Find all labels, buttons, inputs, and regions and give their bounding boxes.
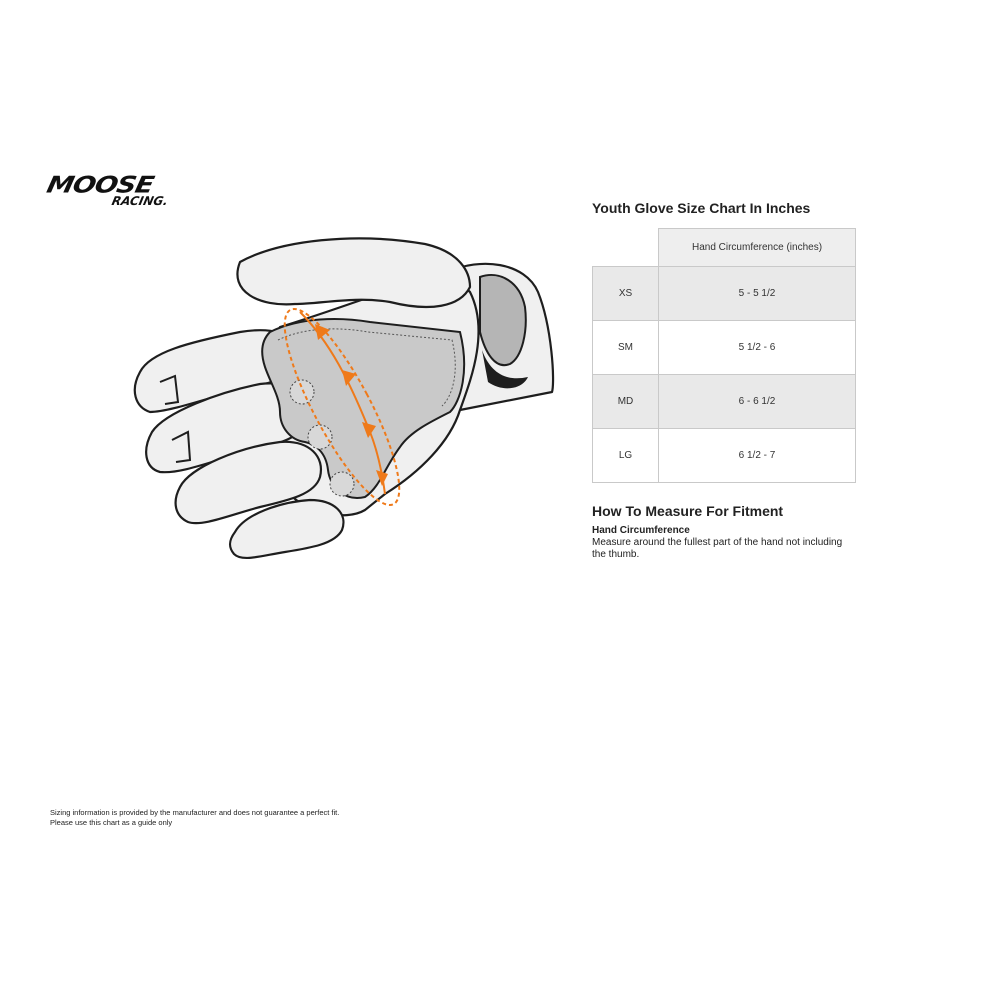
arrow-1: [315, 324, 330, 340]
column-header-hand-circumference: Hand Circumference (inches): [658, 228, 856, 267]
arrow-2: [342, 370, 356, 386]
size-value: 5 - 5 1/2: [658, 266, 856, 321]
fitment-title: How To Measure For Fitment: [592, 503, 784, 519]
glove-palm-illustration: [133, 237, 555, 560]
palm-padding: [261, 318, 466, 499]
table-header-row: Hand Circumference (inches): [592, 228, 856, 267]
palm-padding-stitch: [277, 328, 456, 407]
thumb-grip-shadow: [482, 350, 528, 389]
table-row: XS 5 - 5 1/2: [592, 266, 856, 321]
size-chart-table: Hand Circumference (inches) XS 5 - 5 1/2…: [592, 228, 856, 483]
size-label: LG: [592, 428, 659, 483]
size-label: MD: [592, 374, 659, 429]
glove-ring-finger: [174, 440, 323, 525]
fitment-description: Measure around the fullest part of the h…: [592, 537, 843, 560]
arrow-3: [362, 422, 376, 438]
size-value: 6 - 6 1/2: [658, 374, 856, 429]
fingertip-details: [159, 374, 192, 463]
knuckle-pads: [289, 379, 355, 497]
table-row: SM 5 1/2 - 6: [592, 320, 856, 375]
size-chart-title: Youth Glove Size Chart In Inches: [592, 200, 811, 216]
size-label: SM: [592, 320, 659, 375]
measurement-ellipse: [283, 307, 401, 507]
arrow-4: [376, 470, 388, 486]
glove-pinky-finger: [228, 498, 345, 560]
table-corner-cell: [592, 228, 659, 267]
table-row: MD 6 - 6 1/2: [592, 374, 856, 429]
size-value: 5 1/2 - 6: [658, 320, 856, 375]
disclaimer-line-2: Please use this chart as a guide only: [50, 818, 173, 827]
fitment-subtitle: Hand Circumference: [592, 525, 690, 536]
size-label: XS: [592, 266, 659, 321]
table-row: LG 6 1/2 - 7: [592, 428, 856, 483]
moose-racing-logo: MOOSE RACING.: [44, 172, 200, 212]
size-value: 6 1/2 - 7: [658, 428, 856, 483]
glove-thumb: [236, 237, 472, 309]
thumb-grip-patch: [479, 274, 527, 367]
disclaimer-line-1: Sizing information is provided by the ma…: [50, 808, 340, 817]
measurement-arrows: [315, 324, 388, 486]
disclaimer: Sizing information is provided by the ma…: [50, 808, 370, 828]
logo-sub-text: RACING.: [110, 194, 170, 208]
